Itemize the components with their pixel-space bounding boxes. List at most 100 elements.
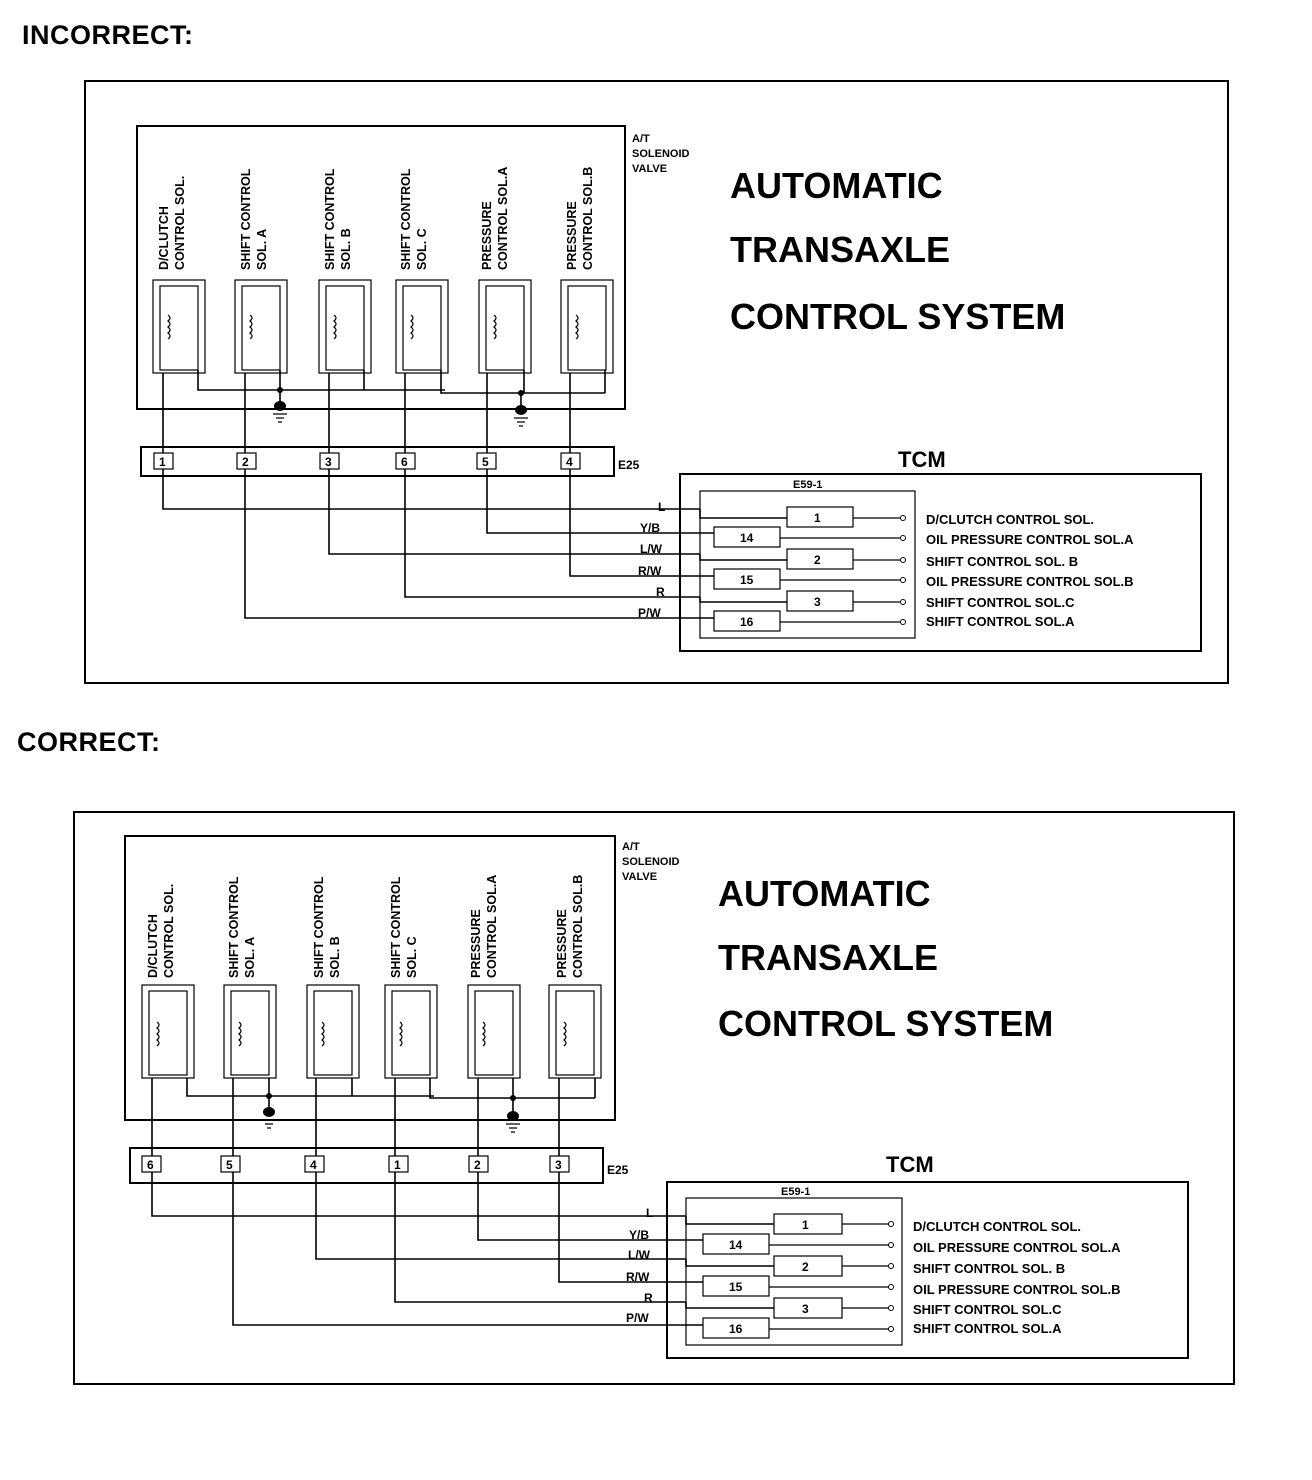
valve-label-line2: SOLENOID — [632, 148, 690, 160]
svg-text:14: 14 — [729, 1238, 743, 1252]
solenoid-coils — [152, 279, 614, 374]
solenoid-label-3a: SHIFT CONTROL — [323, 168, 337, 270]
svg-text:16: 16 — [729, 1322, 743, 1336]
wire-color-6: P/W — [638, 606, 661, 620]
solenoid-label-6a: PRESSURE — [565, 201, 579, 270]
tcm-box — [679, 473, 1202, 652]
tcm-signal-5: SHIFT CONTROL SOL.C — [926, 595, 1075, 610]
wire-color-6: P/W — [626, 1311, 649, 1325]
svg-text:1: 1 — [394, 1158, 401, 1172]
e25-label: E25 — [607, 1163, 629, 1177]
tcm-signal-2: OIL PRESSURE CONTROL SOL.A — [926, 532, 1134, 547]
svg-text:2: 2 — [814, 553, 821, 567]
tcm-signal-6: SHIFT CONTROL SOL.A — [926, 614, 1075, 629]
diagram-frame — [73, 811, 1235, 1385]
title-line2: TRANSAXLE — [730, 229, 950, 270]
solenoid-label-4b: SOL. C — [415, 228, 429, 270]
svg-text:1: 1 — [802, 1218, 809, 1232]
e25-connector — [129, 1147, 604, 1184]
title-line1: AUTOMATIC — [718, 873, 931, 914]
solenoid-label-5b: CONTROL SOL.A — [485, 875, 499, 978]
svg-text:4: 4 — [566, 455, 573, 469]
svg-text:14: 14 — [740, 531, 754, 545]
e25-connector — [140, 446, 615, 477]
svg-text:2: 2 — [474, 1158, 481, 1172]
tcm-label: TCM — [898, 447, 946, 472]
tcm-signal-1: D/CLUTCH CONTROL SOL. — [926, 512, 1094, 527]
harness-wires — [162, 469, 787, 619]
tcm-connector-label: E59-1 — [793, 479, 822, 491]
svg-text:16: 16 — [740, 615, 754, 629]
solenoid-label-2b: SOL. A — [243, 937, 257, 978]
svg-text:2: 2 — [242, 455, 249, 469]
heading-incorrect: INCORRECT: — [22, 20, 194, 50]
title-line3: CONTROL SYSTEM — [718, 1003, 1053, 1044]
tcm-signal-2: OIL PRESSURE CONTROL SOL.A — [913, 1240, 1121, 1255]
tcm-connector-box — [685, 1197, 903, 1346]
valve-label-line3: VALVE — [632, 163, 667, 175]
solenoid-label-3a: SHIFT CONTROL — [312, 876, 326, 978]
valve-label-line1: A/T — [622, 841, 640, 853]
wire-color-3: L/W — [628, 1248, 651, 1262]
tcm-signal-4: OIL PRESSURE CONTROL SOL.B — [926, 574, 1134, 589]
solenoid-label-1a: D/CLUTCH — [157, 206, 171, 270]
e25-pins: 6 5 4 1 2 3 — [141, 1155, 570, 1173]
wire-color-1: L — [658, 500, 665, 514]
svg-text:5: 5 — [482, 455, 489, 469]
solenoid-valve-box — [124, 835, 616, 1121]
wire-color-2: Y/B — [629, 1228, 649, 1242]
ground-bus — [186, 1078, 596, 1133]
tcm-signal-lines — [769, 1221, 894, 1332]
wiring-diagram-incorrect: A/T SOLENOID VALVE AUTOMATIC TRANSAXLE C… — [84, 80, 1229, 684]
tcm-label: TCM — [886, 1152, 934, 1177]
diagram-frame — [84, 80, 1229, 684]
svg-text:6: 6 — [401, 455, 408, 469]
svg-text:3: 3 — [555, 1158, 562, 1172]
tcm-signal-6: SHIFT CONTROL SOL.A — [913, 1321, 1062, 1336]
tcm-pins: 1 14 2 15 3 16 — [702, 1213, 843, 1339]
svg-text:3: 3 — [325, 455, 332, 469]
svg-text:1: 1 — [159, 455, 166, 469]
wire-color-1: L — [646, 1206, 653, 1220]
wire-color-3: L/W — [640, 542, 663, 556]
title-line2: TRANSAXLE — [718, 937, 938, 978]
solenoid-label-5b: CONTROL SOL.A — [496, 167, 510, 270]
title-line3: CONTROL SYSTEM — [730, 296, 1065, 337]
solenoid-label-3b: SOL. B — [328, 936, 342, 978]
solenoid-label-6b: CONTROL SOL.B — [581, 167, 595, 270]
tcm-box — [666, 1181, 1189, 1359]
tcm-signal-4: OIL PRESSURE CONTROL SOL.B — [913, 1282, 1121, 1297]
solenoid-label-2a: SHIFT CONTROL — [227, 876, 241, 978]
solenoid-valve-box — [136, 125, 626, 410]
solenoid-label-1b: CONTROL SOL. — [162, 884, 176, 978]
solenoid-label-1a: D/CLUTCH — [146, 914, 160, 978]
valve-label-line1: A/T — [632, 133, 650, 145]
valve-label-line2: SOLENOID — [622, 856, 680, 868]
solenoid-label-3b: SOL. B — [339, 228, 353, 270]
svg-text:5: 5 — [226, 1158, 233, 1172]
svg-text:3: 3 — [814, 595, 821, 609]
solenoid-label-6b: CONTROL SOL.B — [571, 875, 585, 978]
solenoid-label-6a: PRESSURE — [555, 909, 569, 978]
tcm-connector-box — [699, 490, 916, 639]
tcm-signal-3: SHIFT CONTROL SOL. B — [926, 554, 1078, 569]
svg-text:4: 4 — [310, 1158, 317, 1172]
valve-label-line3: VALVE — [622, 871, 657, 883]
tcm-pins: 1 14 2 15 3 16 — [713, 506, 854, 632]
svg-text:6: 6 — [147, 1158, 154, 1172]
svg-text:1: 1 — [814, 511, 821, 525]
solenoid-label-4a: SHIFT CONTROL — [389, 876, 403, 978]
solenoid-label-4a: SHIFT CONTROL — [399, 168, 413, 270]
wire-color-4: R/W — [638, 564, 662, 578]
wire-color-5: R — [644, 1291, 653, 1305]
svg-text:2: 2 — [802, 1260, 809, 1274]
harness-wires — [151, 1172, 774, 1326]
tcm-signal-3: SHIFT CONTROL SOL. B — [913, 1261, 1065, 1276]
solenoid-label-2b: SOL. A — [255, 229, 269, 270]
tcm-connector-label: E59-1 — [781, 1186, 810, 1198]
wire-color-5: R — [656, 585, 665, 599]
svg-text:15: 15 — [729, 1280, 743, 1294]
svg-text:15: 15 — [740, 573, 754, 587]
solenoid-label-1b: CONTROL SOL. — [173, 176, 187, 270]
